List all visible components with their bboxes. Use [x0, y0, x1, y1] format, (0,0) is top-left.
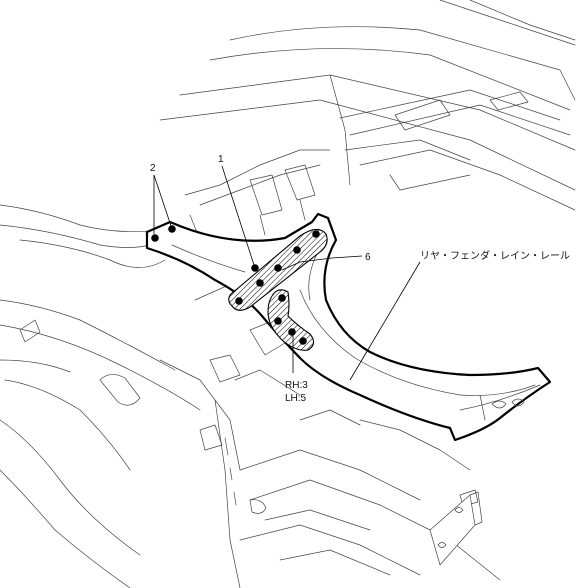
leader-lines: [153, 165, 421, 381]
weld-spot: [168, 225, 176, 233]
weld-spot: [293, 246, 301, 254]
rail-contour-lines: [171, 244, 541, 421]
weld-spot: [256, 279, 264, 287]
weld-spot: [312, 230, 320, 238]
callout-6-label: 6: [365, 252, 371, 263]
weld-spot: [151, 234, 159, 242]
callout-2-label: 2: [150, 163, 156, 174]
weld-spot: [288, 328, 296, 336]
weld-spot: [235, 297, 243, 305]
weld-spot: [278, 294, 286, 302]
weld-spot: [274, 317, 282, 325]
weld-spot: [251, 264, 259, 272]
weld-spot: [299, 337, 307, 345]
rh-count-label: RH:3: [285, 380, 308, 391]
weld-spots: [151, 225, 320, 345]
weld-spot: [274, 264, 282, 272]
weld-zone-lower: [267, 289, 315, 351]
callout-1-label: 1: [218, 154, 224, 165]
rear-fender-rain-rail: [145, 212, 552, 442]
part-name-label: リヤ・フェンダ・レイン・レール: [420, 249, 570, 262]
lh-count-label: LH:5: [285, 393, 307, 404]
